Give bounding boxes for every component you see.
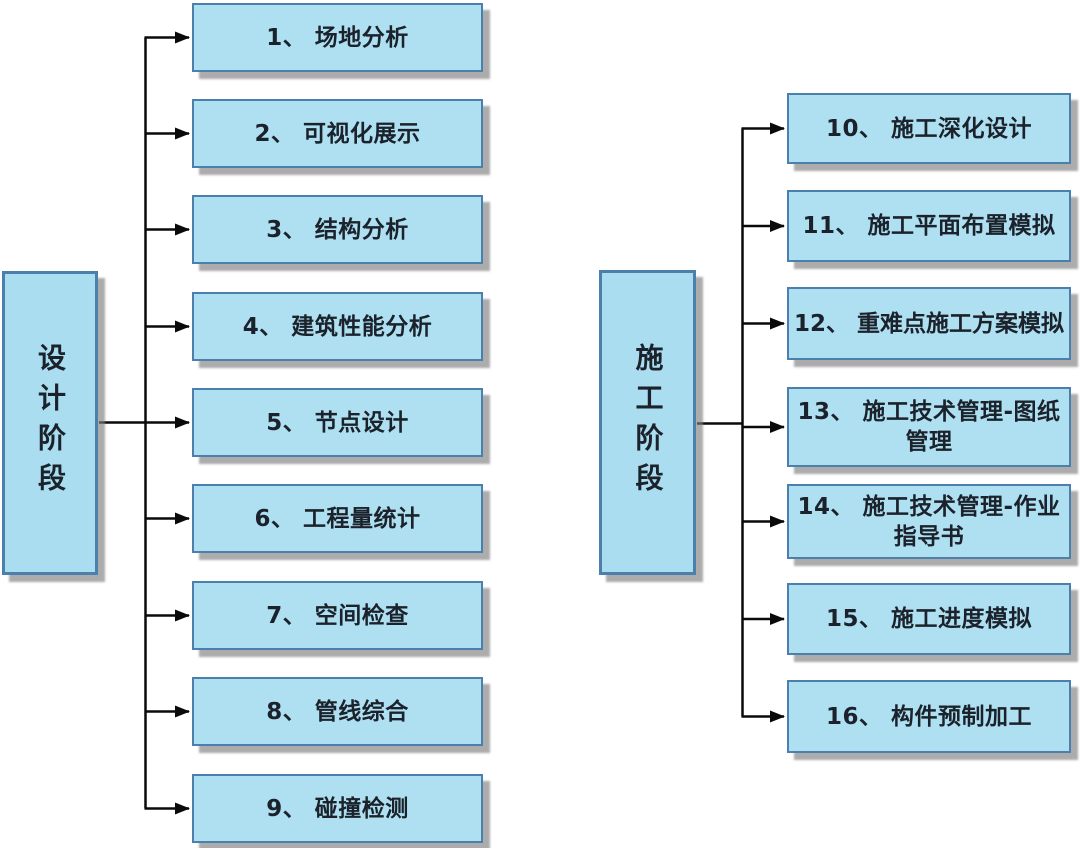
phase-box-construction: 施工阶段 [599,270,696,575]
process-box-5: 5、 节点设计 [192,388,483,457]
process-box-9-label: 9、 碰撞检测 [266,795,409,822]
process-box-3-label: 3、 结构分析 [266,216,409,243]
process-box-9: 9、 碰撞检测 [192,774,483,843]
process-box-16: 16、 构件预制加工 [787,680,1071,753]
process-box-1-label: 1、 场地分析 [266,24,409,51]
process-box-1: 1、 场地分析 [192,3,483,72]
process-box-8-label: 8、 管线综合 [266,698,409,725]
process-box-3: 3、 结构分析 [192,195,483,264]
process-box-12: 12、 重难点施工方案模拟 [787,287,1071,360]
process-box-11: 11、 施工平面布置模拟 [787,190,1071,262]
phase-box-design-label: 设计阶段 [34,343,67,503]
process-box-10-label: 10、 施工深化设计 [825,115,1032,142]
process-box-13: 13、 施工技术管理-图纸 管理 [787,387,1071,467]
process-box-6: 6、 工程量统计 [192,484,483,553]
process-box-2-label: 2、 可视化展示 [254,120,421,147]
phase-box-design: 设计阶段 [2,271,98,575]
process-box-14-label: 14、 施工技术管理-作业 [797,493,1061,520]
process-box-13-label: 13、 施工技术管理-图纸 [797,399,1061,425]
process-box-15: 15、 施工进度模拟 [787,583,1071,655]
phase-box-construction-label: 施工阶段 [631,342,665,503]
process-box-7-label: 7、 空间检查 [266,602,409,629]
process-box-6-label: 6、 工程量统计 [254,505,421,532]
process-box-15-label: 15、 施工进度模拟 [825,606,1032,632]
process-box-14: 14、 施工技术管理-作业 指导书 [787,484,1071,559]
process-box-12-label: 12、 重难点施工方案模拟 [793,310,1064,337]
process-box-8: 8、 管线综合 [192,677,483,746]
process-box-16-label: 16、 构件预制加工 [825,703,1032,730]
process-box-4: 4、 建筑性能分析 [192,292,483,361]
process-box-11-label: 11、 施工平面布置模拟 [802,213,1056,239]
process-box-7: 7、 空间检查 [192,581,483,650]
process-box-2: 2、 可视化展示 [192,99,483,168]
process-box-10: 10、 施工深化设计 [787,93,1071,164]
process-box-5-label: 5、 节点设计 [266,409,409,436]
process-box-4-label: 4、 建筑性能分析 [242,313,433,340]
